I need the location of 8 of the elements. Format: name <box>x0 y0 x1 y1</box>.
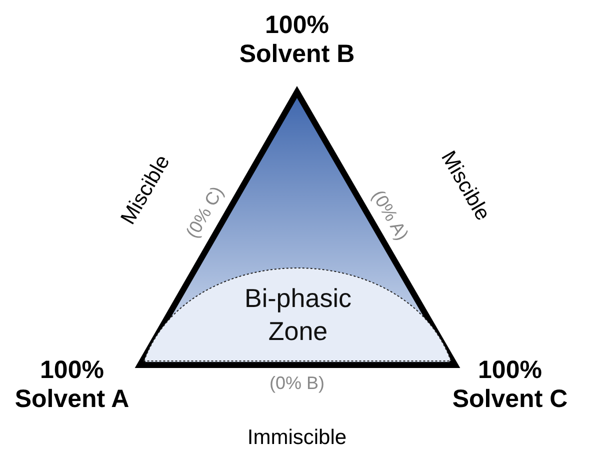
zone-label: Bi-phasic Zone <box>244 282 352 347</box>
vertex-label: 100% Solvent C <box>451 356 569 414</box>
vertex-label: 100% Solvent A <box>14 356 130 414</box>
side-label: Immiscible <box>246 426 348 450</box>
side-label: (0% A) <box>367 185 414 246</box>
side-label: (0% C) <box>181 181 228 243</box>
vertex-label: 100% Solvent B <box>238 11 356 68</box>
side-label: (0% B) <box>268 372 326 394</box>
